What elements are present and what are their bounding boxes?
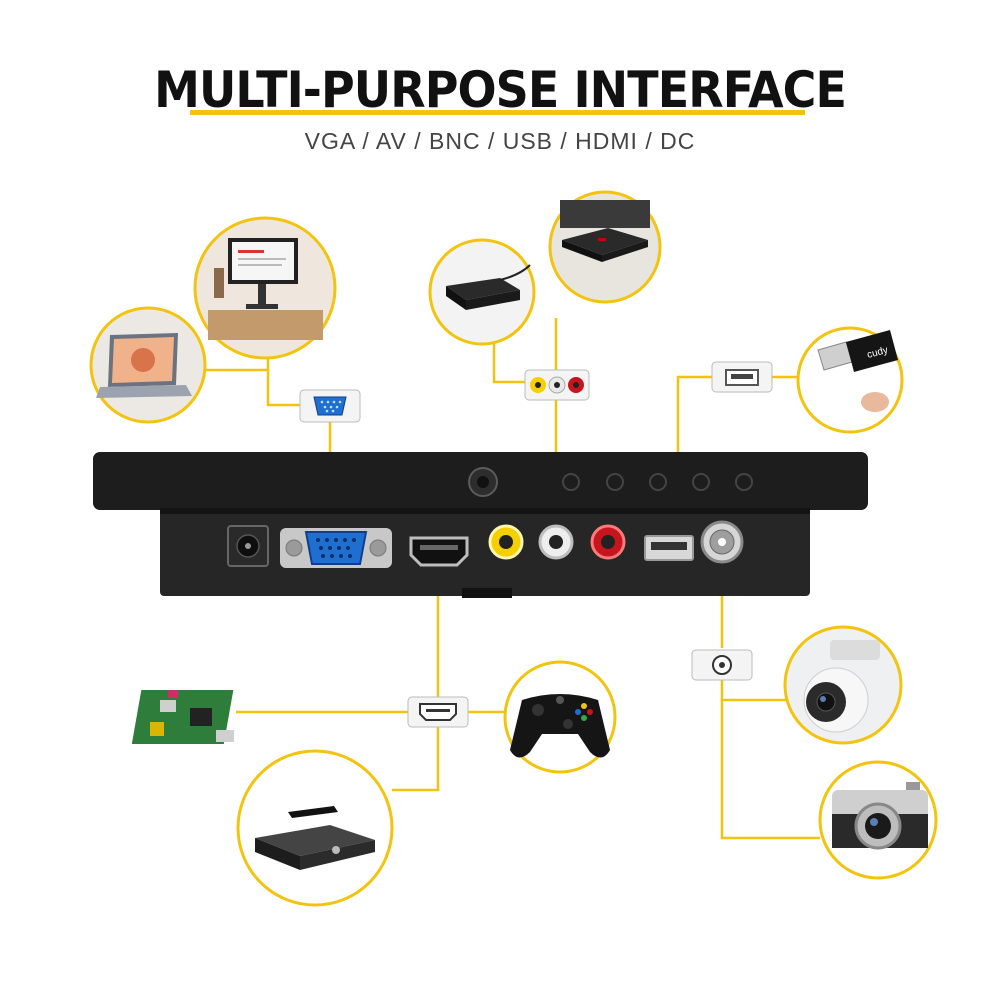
tv-box-bubble bbox=[548, 190, 662, 304]
menu-button bbox=[562, 473, 580, 491]
power-button bbox=[735, 473, 753, 491]
game-controller-bubble bbox=[503, 660, 617, 774]
down-button bbox=[649, 473, 667, 491]
monitor-port-panel-shade bbox=[160, 508, 810, 514]
vga-line-top bbox=[266, 345, 300, 407]
usb-badge bbox=[711, 361, 773, 393]
vga-badge bbox=[299, 389, 361, 423]
ip-camera-bubble bbox=[783, 625, 903, 745]
hdmi-port-icon bbox=[409, 536, 469, 567]
usb-dongle-bubble: cudy bbox=[796, 326, 904, 434]
page-title: MULTI-PURPOSE INTERFACE bbox=[154, 61, 847, 119]
page-subtitle: VGA / AV / BNC / USB / HDMI / DC bbox=[304, 128, 696, 154]
usb-dongle-brand: cudy bbox=[866, 345, 889, 361]
hdmi-badge bbox=[407, 696, 469, 728]
vga-port-icon bbox=[280, 528, 392, 568]
camera-bubble bbox=[818, 760, 938, 880]
usb-port-icon bbox=[644, 535, 694, 561]
up-button bbox=[606, 473, 624, 491]
bnc-port-icon bbox=[700, 520, 744, 564]
dvd-drive-bubble bbox=[428, 238, 536, 346]
source-button bbox=[692, 473, 710, 491]
raspberry-pi-bubble bbox=[131, 690, 234, 744]
laptop-bubble bbox=[89, 306, 207, 424]
dc-power-jack-icon bbox=[227, 525, 269, 567]
bnc-badge bbox=[691, 649, 753, 681]
bnc-line-camera bbox=[720, 680, 820, 840]
av-badge bbox=[524, 369, 590, 401]
monitor-device bbox=[93, 452, 868, 598]
set-top-box-bubble bbox=[236, 749, 394, 907]
av-line-dvd bbox=[492, 338, 525, 384]
desktop-monitor-bubble bbox=[193, 216, 337, 360]
av-rca-port-icon bbox=[488, 524, 626, 560]
hdmi-line-settop bbox=[392, 727, 440, 792]
header: MULTI-PURPOSE INTERFACE bbox=[0, 58, 1000, 122]
monitor-bottom-tab bbox=[462, 588, 512, 598]
title-underline bbox=[190, 110, 805, 115]
